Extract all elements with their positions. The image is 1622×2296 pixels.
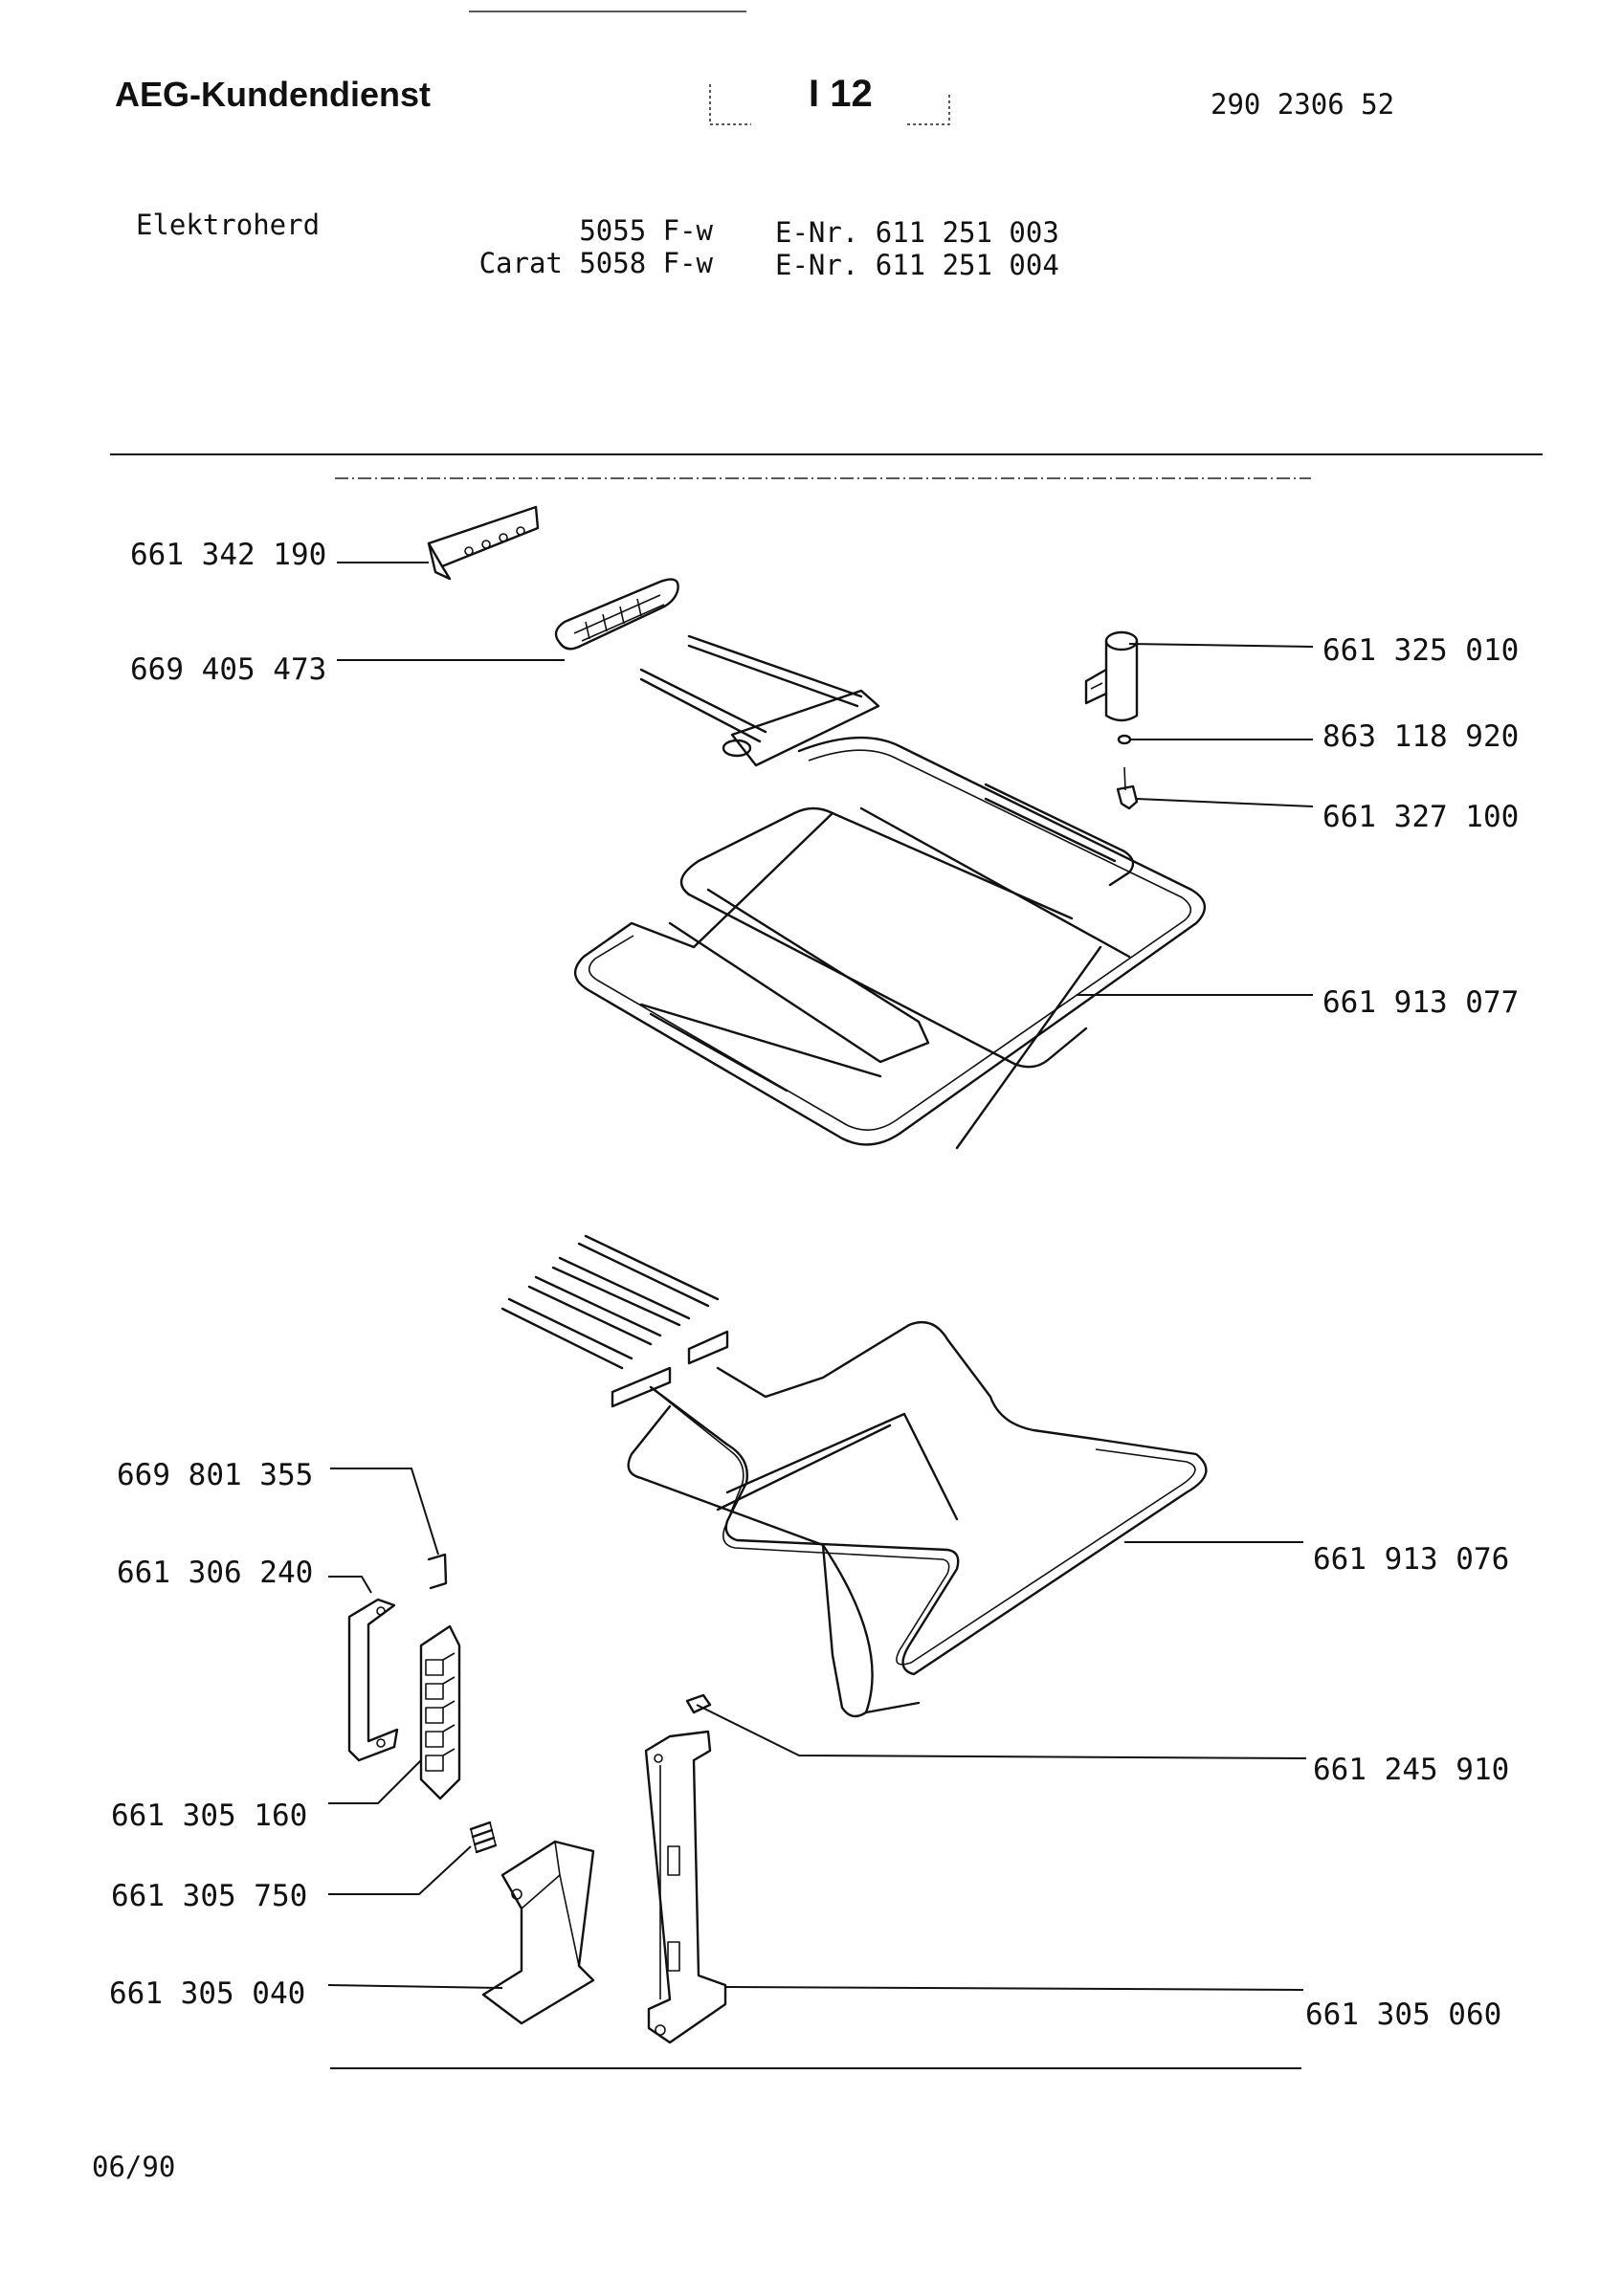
part-label-661-325-010: 661 325 010 [1322,633,1520,668]
part-small-ring [1117,734,1132,745]
part-small-connector [685,1693,712,1714]
page-number: I 12 [809,73,873,115]
part-label-863-118-920: 863 118 920 [1322,719,1520,754]
part-sensor-holder [1084,630,1139,722]
part-top-heating-element [574,634,1206,1150]
leader-lines [327,562,1314,1991]
part-label-661-305-060: 661 305 060 [1305,1998,1502,2032]
part-gasket-plate [554,578,679,651]
part-label-661-306-240: 661 306 240 [117,1556,314,1590]
product-category: Elektroherd [136,209,321,241]
enr-1: E-Nr. 611 251 003 [775,216,1059,249]
part-label-669-801-355: 669 801 355 [117,1458,314,1492]
part-label-669-405-473: 669 405 473 [130,652,327,687]
document-number: 290 2306 52 [1211,88,1395,121]
part-label-661-305-750: 661 305 750 [111,1879,308,1913]
part-mounting-plate [644,1730,727,2044]
part-bottom-heating-element [500,1234,1208,1718]
part-small-plug [1116,766,1139,810]
part-spring [469,1821,498,1854]
part-small-clip [427,1553,448,1590]
part-label-661-327-100: 661 327 100 [1322,800,1520,834]
part-bracket-perforated [427,505,540,581]
model-1: 5055 F-w [579,214,713,247]
footer-date: 06/90 [92,2151,176,2183]
part-terminal-block [419,1624,461,1800]
part-label-661-913-076: 661 913 076 [1313,1542,1510,1577]
model-2: Carat 5058 F-w [478,247,713,279]
part-label-661-305-040: 661 305 040 [109,1976,306,2011]
header-bracket-marks [469,11,950,125]
enr-2: E-Nr. 611 251 004 [775,249,1059,281]
part-label-661-245-910: 661 245 910 [1313,1753,1510,1787]
part-label-661-305-160: 661 305 160 [111,1799,308,1833]
part-long-bracket [347,1598,399,1762]
part-sheet-guide [481,1840,595,2025]
part-label-661-342-190: 661 342 190 [130,538,327,572]
part-label-661-913-077: 661 913 077 [1322,985,1520,1020]
brand-title: AEG-Kundendienst [115,75,431,114]
